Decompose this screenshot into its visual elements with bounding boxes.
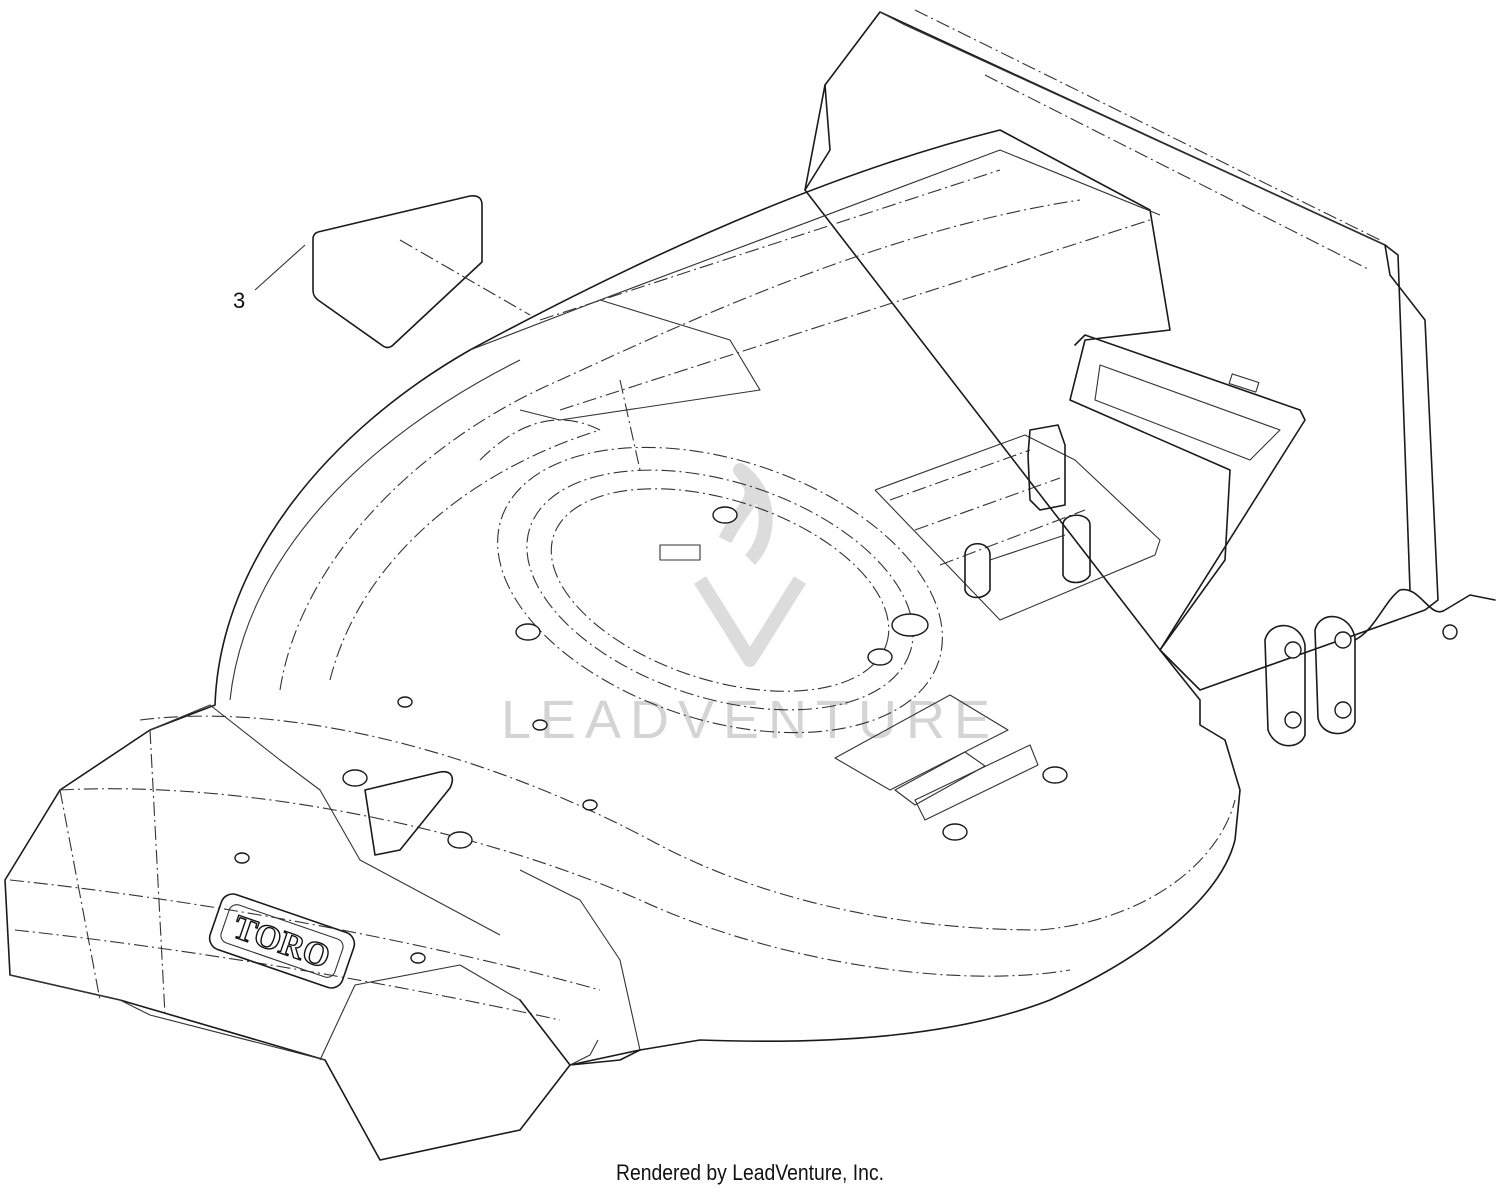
part-3-leader-dash <box>399 239 531 316</box>
leadventure-watermark: LEADVENTURE <box>501 463 999 750</box>
toro-logo-plate <box>208 893 356 989</box>
rear-fixtures <box>874 424 1161 621</box>
engine-mount-ring <box>497 446 943 734</box>
mounting-bosses <box>234 506 1068 964</box>
watermark-text: LEADVENTURE <box>501 690 999 750</box>
footer-credit: Rendered by LeadVenture, Inc. <box>615 1160 885 1185</box>
deck-shell <box>4 129 1241 1161</box>
rear-chute <box>804 9 1439 691</box>
rear-hinge-brackets <box>1264 588 1496 747</box>
callout-number: 3 <box>233 288 245 313</box>
deck-ribs <box>469 149 1161 471</box>
part-3-decal: 3 <box>233 195 531 349</box>
part-3-leader-line <box>254 244 306 291</box>
watermark-logo-icon <box>694 463 806 667</box>
deck-decals <box>364 694 1039 856</box>
front-handle-area: TORO <box>59 704 641 1066</box>
